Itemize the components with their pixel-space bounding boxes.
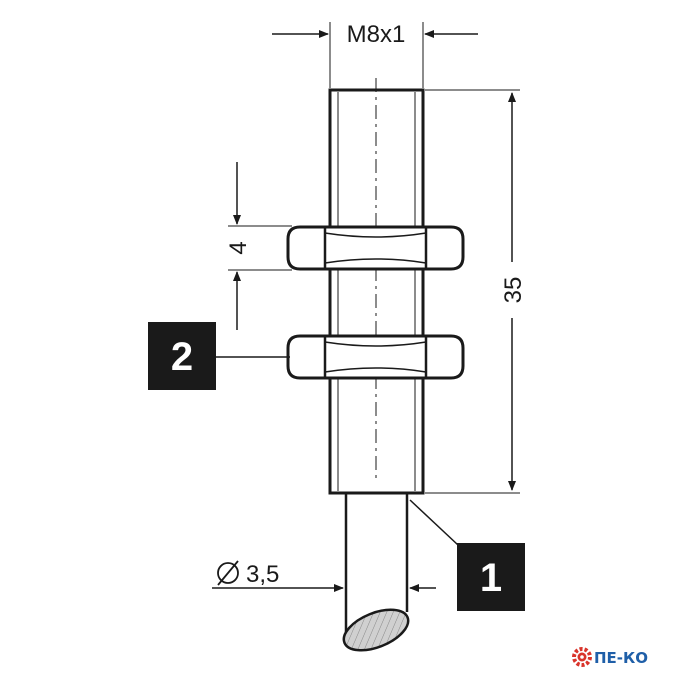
callout-nut-number: 2	[171, 335, 193, 379]
cable	[342, 494, 410, 652]
thread-dimension: M8x1	[272, 21, 478, 88]
nut-height-dimension: 4	[225, 162, 292, 330]
nut-lower	[286, 334, 465, 380]
cable-cross-section	[342, 608, 410, 652]
length-label: 35	[500, 277, 527, 304]
nut-upper	[286, 225, 465, 271]
nut-lower-outline	[286, 334, 465, 380]
brand-logo: ПЕ-КО	[572, 647, 648, 667]
thread-label: M8x1	[347, 21, 406, 48]
nut-height-label: 4	[225, 241, 252, 254]
gear-icon	[572, 647, 592, 667]
diameter-icon	[217, 560, 239, 586]
nut-lower-chamfer-top	[324, 341, 427, 347]
diameter-label: 3,5	[246, 561, 279, 588]
callout-sensor: 1	[409, 499, 525, 611]
logo-text: ПЕ-КО	[594, 649, 648, 667]
callout-nut-box	[148, 322, 216, 390]
callout-sensor-box	[457, 543, 525, 611]
nut-upper-chamfer-bottom	[324, 258, 427, 264]
sensor-body	[328, 88, 425, 495]
sensor-body-outline	[328, 88, 425, 495]
nut-upper-outline	[286, 225, 465, 271]
nut-lower-chamfer-bottom	[324, 367, 427, 373]
nut-upper-chamfer-top	[324, 232, 427, 238]
callout-sensor-number: 1	[480, 556, 502, 600]
cable-diameter-dimension: 3,5	[212, 560, 436, 592]
length-dimension: 35	[425, 89, 527, 494]
callout-sensor-leader	[409, 499, 459, 546]
callout-nut: 2	[148, 322, 290, 390]
